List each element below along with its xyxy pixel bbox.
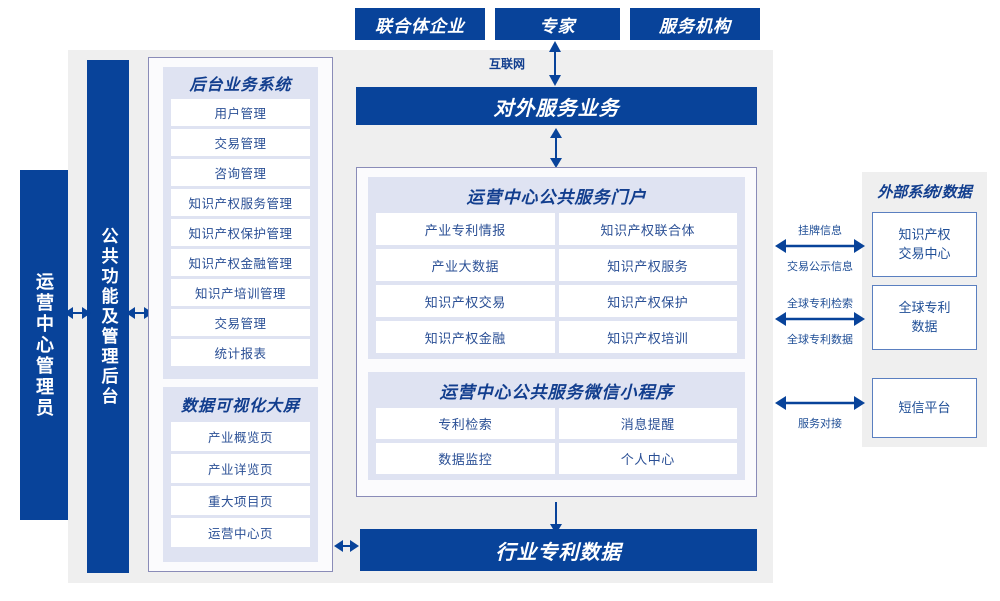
service-to-portal-connector <box>542 128 570 168</box>
data-visualization-item-list: 产业概览页 产业详览页 重大项目页 运营中心页 <box>171 422 310 555</box>
external-system-label-line2: 交易中心 <box>898 245 951 261</box>
list-item[interactable]: 产业专利情报 <box>376 213 555 245</box>
list-item[interactable]: 专利检索 <box>376 408 555 439</box>
list-item[interactable]: 咨询管理 <box>171 159 310 186</box>
data-visualization-group-title: 数据可视化大屏 <box>180 398 300 415</box>
global-patent-label-above: 全球专利检索 <box>787 298 853 310</box>
industry-patent-data-label: 行业专利数据 <box>495 541 622 564</box>
list-item[interactable]: 知识产权金融管理 <box>171 249 310 276</box>
list-item[interactable]: 重大项目页 <box>171 486 310 515</box>
top-actor-union-enterprise[interactable]: 联合体企业 <box>355 8 485 40</box>
role-bar-label: 公共功能及管理后台 <box>98 226 118 407</box>
top-actor-label: 服务机构 <box>659 16 731 36</box>
list-item[interactable]: 产业概览页 <box>171 422 310 451</box>
portal-item-grid: 产业专利情报 知识产权联合体 产业大数据 知识产权服务 知识产权交易 知识产权保… <box>376 213 737 353</box>
external-system-sms-platform[interactable]: 短信平台 <box>872 378 977 438</box>
top-actor-expert[interactable]: 专家 <box>495 8 620 40</box>
ip-exchange-connector <box>775 235 865 257</box>
list-item[interactable]: 知识产权保护管理 <box>171 219 310 246</box>
role-bar-label: 运营中心管理员 <box>34 271 54 419</box>
external-service-bar[interactable]: 对外服务业务 <box>356 87 757 125</box>
external-service-bar-label: 对外服务业务 <box>493 97 620 120</box>
top-actor-label: 联合体企业 <box>375 16 465 36</box>
list-item[interactable]: 个人中心 <box>558 443 737 474</box>
external-system-global-patent-data[interactable]: 全球专利 数据 <box>872 285 977 350</box>
list-item[interactable]: 消息提醒 <box>558 408 737 439</box>
internet-label: 互联网 <box>489 57 526 71</box>
list-item[interactable]: 交易管理 <box>171 309 310 336</box>
list-item[interactable]: 知识产权交易 <box>376 285 555 317</box>
backend-business-item-list: 用户管理 交易管理 咨询管理 知识产权服务管理 知识产权保护管理 知识产权金融管… <box>171 99 310 371</box>
portal-group-title: 运营中心公共服务门户 <box>466 187 647 207</box>
list-item[interactable]: 知识产权服务管理 <box>171 189 310 216</box>
admin-to-backend-connector <box>64 302 91 324</box>
sms-platform-connector <box>775 392 865 414</box>
industry-patent-data-bar[interactable]: 行业专利数据 <box>360 529 757 571</box>
list-item[interactable]: 运营中心页 <box>171 518 310 547</box>
miniapp-item-grid: 专利检索 消息提醒 数据监控 个人中心 <box>376 408 737 474</box>
role-bar-operation-admin[interactable]: 运营中心管理员 <box>20 170 68 520</box>
list-item[interactable]: 知识产权金融 <box>376 321 555 353</box>
backend-to-data-connector <box>334 535 359 557</box>
list-item[interactable]: 知识产权培训 <box>558 321 737 353</box>
ip-exchange-label-below: 交易公示信息 <box>787 261 853 273</box>
global-patent-connector <box>775 308 865 330</box>
list-item[interactable]: 产业大数据 <box>376 249 555 281</box>
global-patent-label-below: 全球专利数据 <box>787 334 853 346</box>
list-item[interactable]: 知识产权服务 <box>558 249 737 281</box>
sms-platform-label-below: 服务对接 <box>798 418 842 430</box>
list-item[interactable]: 数据监控 <box>376 443 555 474</box>
internet-connector <box>540 41 570 86</box>
role-bar-common-backend[interactable]: 公共功能及管理后台 <box>87 60 129 573</box>
list-item[interactable]: 用户管理 <box>171 99 310 126</box>
list-item[interactable]: 知识产培训管理 <box>171 279 310 306</box>
external-system-label-line1: 知识产权 <box>898 226 951 242</box>
external-system-label-line1: 全球专利 <box>898 299 951 315</box>
external-system-label-line2: 数据 <box>911 318 938 334</box>
top-actor-service-org[interactable]: 服务机构 <box>630 8 760 40</box>
list-item[interactable]: 知识产权联合体 <box>558 213 737 245</box>
list-item[interactable]: 统计报表 <box>171 339 310 366</box>
list-item[interactable]: 知识产权保护 <box>558 285 737 317</box>
backend-business-group-title: 后台业务系统 <box>189 77 292 94</box>
external-system-label-line1: 短信平台 <box>898 399 951 415</box>
top-actor-label: 专家 <box>539 16 576 36</box>
list-item[interactable]: 产业详览页 <box>171 454 310 483</box>
external-system-ip-exchange[interactable]: 知识产权 交易中心 <box>872 212 977 277</box>
list-item[interactable]: 交易管理 <box>171 129 310 156</box>
external-systems-title: 外部系统/数据 <box>877 183 972 201</box>
ip-exchange-label-above: 挂牌信息 <box>798 225 842 237</box>
miniapp-group-title: 运营中心公共服务微信小程序 <box>439 382 674 402</box>
